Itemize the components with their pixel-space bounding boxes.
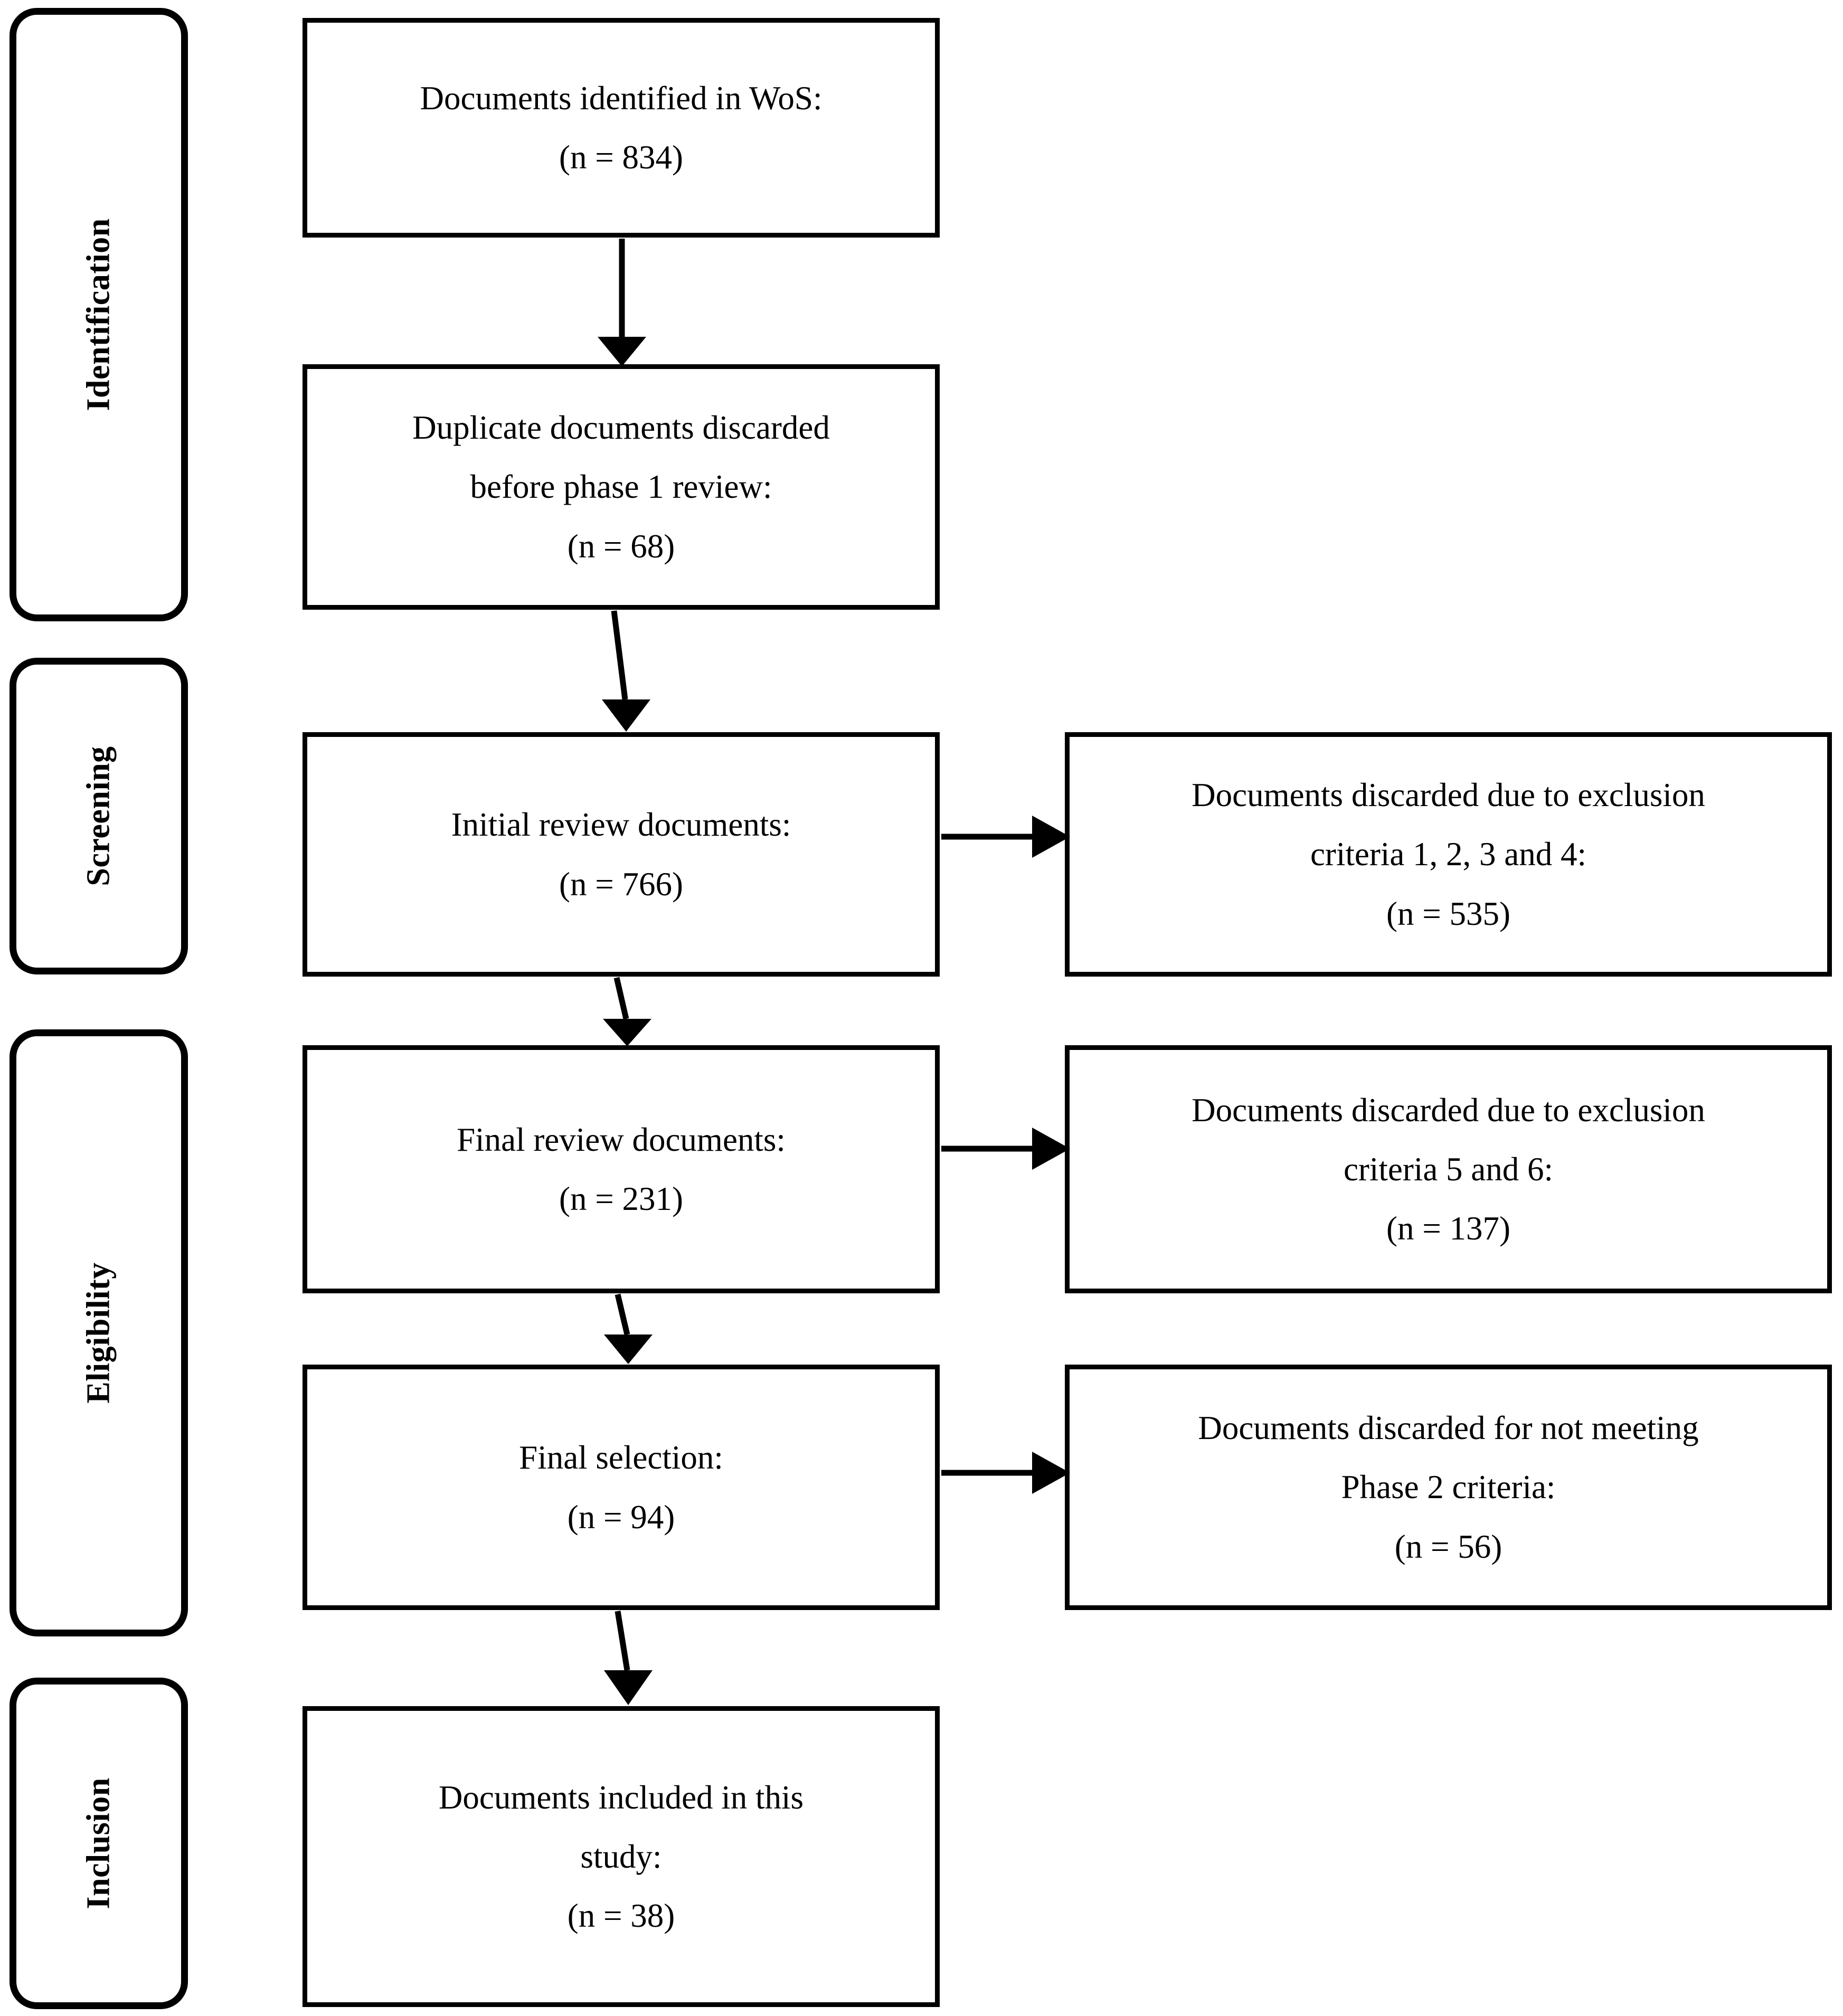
box-duplicates-discarded: Duplicate documents discarded before pha… bbox=[303, 364, 940, 610]
box-excluded-phase2-count: (n = 56) bbox=[1394, 1528, 1502, 1565]
box-excluded-criteria-1234-line2: criteria 1, 2, 3 and 4: bbox=[1310, 836, 1587, 873]
box-documents-identified: Documents identified in WoS: (n = 834) bbox=[303, 18, 940, 238]
arrow-final-review-to-excluded-56 bbox=[941, 1128, 1070, 1170]
arrow-initial-review-to-final-review bbox=[603, 977, 651, 1046]
box-excluded-criteria-1234: Documents discarded due to exclusion cri… bbox=[1065, 732, 1832, 977]
box-excluded-criteria-1234-line1: Documents discarded due to exclusion bbox=[1192, 777, 1705, 814]
stage-pill-eligibility: Eligibility bbox=[10, 1029, 188, 1636]
box-final-selection: Final selection: (n = 94) bbox=[303, 1365, 940, 1610]
box-final-selection-line1: Final selection: bbox=[519, 1439, 723, 1476]
box-excluded-criteria-1234-count: (n = 535) bbox=[1386, 895, 1510, 932]
box-documents-identified-count: (n = 834) bbox=[559, 139, 683, 176]
box-documents-identified-line1: Documents identified in WoS: bbox=[420, 79, 823, 117]
arrow-final-selection-to-included bbox=[604, 1611, 653, 1705]
box-duplicates-discarded-count: (n = 68) bbox=[567, 527, 675, 565]
box-final-selection-count: (n = 94) bbox=[567, 1498, 675, 1536]
box-excluded-criteria-56-line2: criteria 5 and 6: bbox=[1343, 1150, 1554, 1188]
box-excluded-criteria-56: Documents discarded due to exclusion cri… bbox=[1065, 1045, 1832, 1293]
box-initial-review: Initial review documents: (n = 766) bbox=[303, 732, 940, 977]
stage-pill-identification: Identification bbox=[10, 8, 188, 621]
arrow-final-selection-to-excluded-phase2 bbox=[941, 1452, 1070, 1494]
box-final-review-count: (n = 231) bbox=[559, 1180, 683, 1217]
box-included-in-study-line1: Documents included in this bbox=[438, 1778, 804, 1816]
box-included-in-study-line2: study: bbox=[580, 1838, 662, 1875]
box-excluded-phase2-line2: Phase 2 criteria: bbox=[1341, 1469, 1556, 1506]
box-final-review-line1: Final review documents: bbox=[457, 1121, 786, 1158]
box-excluded-phase2: Documents discarded for not meeting Phas… bbox=[1065, 1365, 1832, 1610]
arrow-final-review-to-final-selection bbox=[604, 1293, 653, 1364]
box-initial-review-line1: Initial review documents: bbox=[451, 806, 791, 844]
arrow-initial-review-to-excluded-1234 bbox=[941, 816, 1070, 858]
box-final-review: Final review documents: (n = 231) bbox=[303, 1045, 940, 1293]
arrow-duplicates-to-initial-review bbox=[602, 610, 650, 732]
box-excluded-phase2-line1: Documents discarded for not meeting bbox=[1198, 1409, 1699, 1447]
box-duplicates-discarded-line1: Duplicate documents discarded bbox=[412, 409, 830, 447]
arrow-identified-to-duplicates bbox=[598, 239, 646, 366]
box-included-in-study: Documents included in this study: (n = 3… bbox=[303, 1706, 940, 2007]
box-duplicates-discarded-line2: before phase 1 review: bbox=[470, 468, 772, 506]
stage-pill-screening: Screening bbox=[10, 658, 188, 974]
box-excluded-criteria-56-count: (n = 137) bbox=[1386, 1210, 1510, 1247]
box-included-in-study-count: (n = 38) bbox=[567, 1897, 675, 1935]
box-initial-review-count: (n = 766) bbox=[559, 865, 683, 903]
box-excluded-criteria-56-line1: Documents discarded due to exclusion bbox=[1192, 1091, 1705, 1129]
stage-pill-inclusion: Inclusion bbox=[10, 1678, 188, 2009]
